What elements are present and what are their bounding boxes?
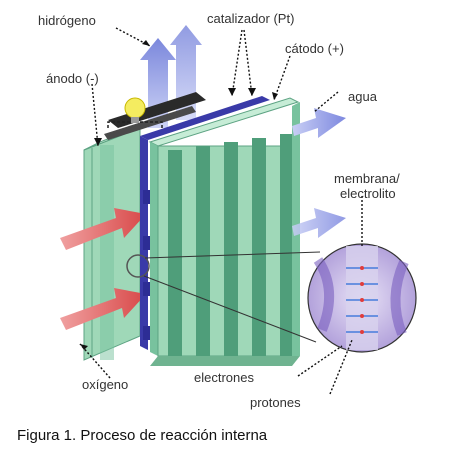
figure-caption: Figura 1. Proceso de reacción interna [17, 427, 268, 444]
anode-label: ánodo (-) [46, 71, 99, 86]
membrane-label-line1: membrana/ [334, 171, 400, 186]
fuel-cell-diagram [60, 25, 417, 395]
protons-label: protones [250, 395, 301, 410]
water-label: agua [348, 89, 377, 104]
water-arrows [292, 108, 346, 238]
cathode-label: cátodo (+) [285, 41, 344, 56]
leader-arrowheads [80, 40, 278, 350]
catalyst-label: catalizador (Pt) [207, 11, 295, 26]
hydrogen-label: hidrógeno [38, 13, 96, 28]
oxygen-arrows [60, 208, 146, 330]
oxygen-label: oxígeno [82, 377, 129, 392]
membrane-label-line2: electrolito [340, 186, 396, 201]
light-bulb-icon [107, 97, 163, 128]
electrons-label: electrones [194, 370, 254, 385]
cathode-plate-stack [148, 97, 300, 366]
